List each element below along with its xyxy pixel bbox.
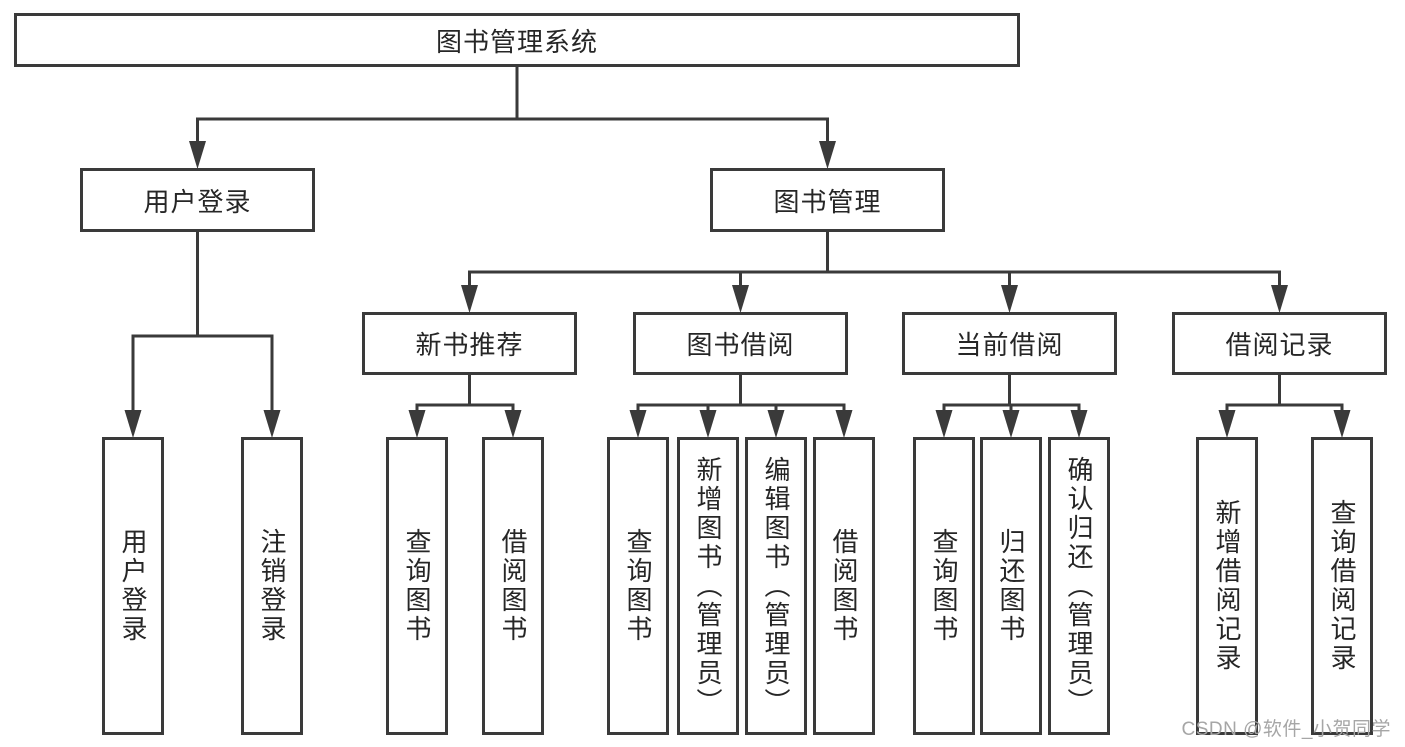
arrow-down-icon	[1002, 410, 1020, 438]
arrow-down-icon	[1218, 410, 1236, 438]
arrow-down-icon	[504, 410, 522, 438]
leaf-node: 查询图书	[386, 437, 448, 735]
leaf-node: 编辑图书（管理员）	[745, 437, 807, 735]
arrow-down-icon	[189, 141, 206, 169]
branch-node: 图书管理	[710, 168, 945, 232]
branch-node: 用户登录	[80, 168, 315, 232]
branch-node: 图书借阅	[633, 312, 848, 375]
root-node: 图书管理系统	[14, 13, 1020, 67]
watermark: CSDN @软件_小贺同学	[1181, 719, 1391, 740]
leaf-node: 新增图书（管理员）	[677, 437, 739, 735]
arrow-down-icon	[263, 410, 281, 438]
arrow-down-icon	[124, 410, 142, 438]
leaf-node: 用户登录	[102, 437, 164, 735]
leaf-node: 查询借阅记录	[1311, 437, 1373, 735]
arrow-down-icon	[1271, 285, 1288, 313]
arrow-down-icon	[1070, 410, 1088, 438]
arrow-down-icon	[767, 410, 785, 438]
arrow-down-icon	[819, 141, 836, 169]
leaf-node: 归还图书	[980, 437, 1042, 735]
branch-node: 当前借阅	[902, 312, 1117, 375]
arrow-down-icon	[835, 410, 853, 438]
branch-node: 借阅记录	[1172, 312, 1387, 375]
arrow-down-icon	[629, 410, 647, 438]
leaf-node: 借阅图书	[813, 437, 875, 735]
leaf-node: 查询图书	[913, 437, 975, 735]
arrow-down-icon	[408, 410, 426, 438]
leaf-node: 注销登录	[241, 437, 303, 735]
leaf-node: 确认归还（管理员）	[1048, 437, 1110, 735]
arrow-down-icon	[699, 410, 717, 438]
leaf-node: 查询图书	[607, 437, 669, 735]
arrow-down-icon	[1333, 410, 1351, 438]
leaf-node: 新增借阅记录	[1196, 437, 1258, 735]
arrow-down-icon	[732, 285, 749, 313]
leaf-node: 借阅图书	[482, 437, 544, 735]
branch-node: 新书推荐	[362, 312, 577, 375]
arrow-down-icon	[935, 410, 953, 438]
arrow-down-icon	[461, 285, 478, 313]
arrow-down-icon	[1001, 285, 1018, 313]
